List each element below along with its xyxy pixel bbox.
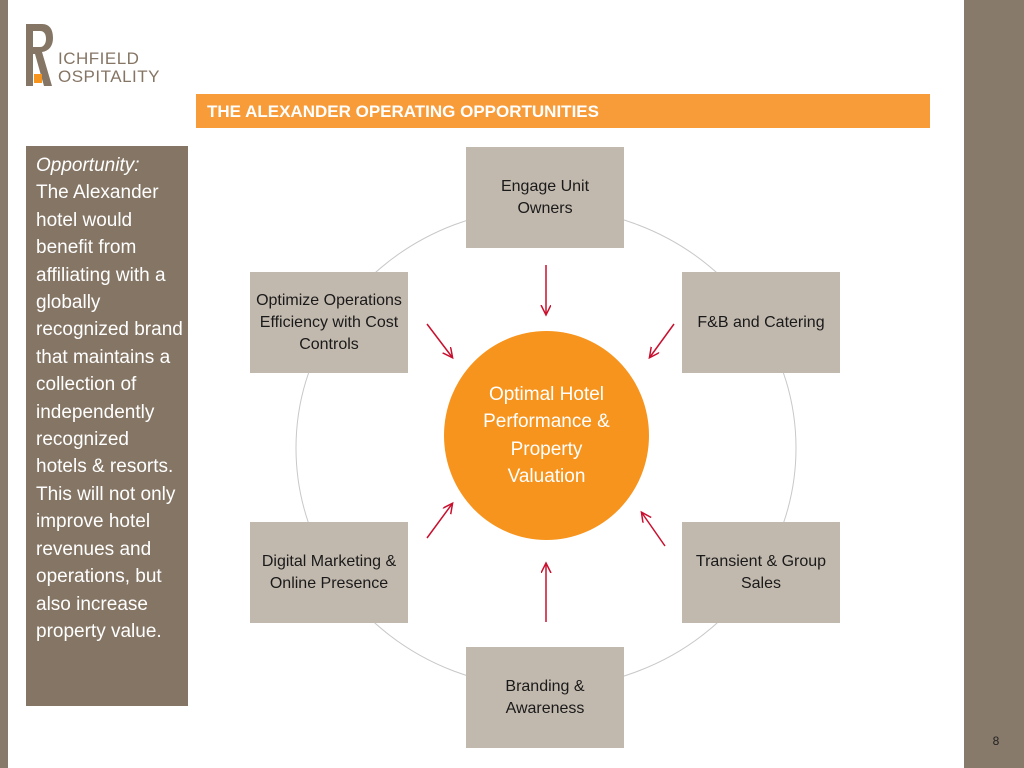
logo-r-mark-icon: [26, 24, 53, 86]
node-branding-awareness: Branding & Awareness: [466, 647, 624, 748]
node-optimize-operations: Optimize Operations Efficiency with Cost…: [250, 272, 408, 373]
right-frame-bar: [964, 0, 1024, 768]
center-label: Optimal Hotel Performance & Property Val…: [483, 383, 610, 487]
left-frame-bar: [0, 0, 8, 768]
node-label: Branding & Awareness: [505, 677, 585, 717]
node-digital-marketing: Digital Marketing & Online Presence: [250, 522, 408, 623]
logo-text: ICHFIELD OSPITALITY: [58, 50, 160, 86]
node-fb-catering: F&B and Catering: [682, 272, 840, 373]
slide-title-bar: THE ALEXANDER OPERATING OPPORTUNITIES: [196, 94, 930, 128]
slide-title: THE ALEXANDER OPERATING OPPORTUNITIES: [207, 102, 599, 121]
arrow-from-lower-left: [426, 504, 452, 539]
page-number: 8: [992, 734, 1000, 748]
node-label: Optimize Operations Efficiency with Cost…: [256, 291, 402, 353]
opportunity-label: Opportunity:: [36, 155, 140, 176]
node-transient-group-sales: Transient & Group Sales: [682, 522, 840, 623]
opportunity-text: The Alexander hotel would benefit from a…: [36, 182, 183, 642]
node-label: Digital Marketing & Online Presence: [261, 552, 397, 592]
node-label: F&B and Catering: [697, 313, 825, 331]
node-engage-unit-owners: Engage Unit Owners: [466, 147, 624, 248]
opportunity-sidebar: Opportunity: The Alexander hotel would b…: [26, 146, 188, 706]
node-label: Transient & Group Sales: [695, 552, 827, 592]
richfield-hospitality-logo: ICHFIELD OSPITALITY: [24, 24, 174, 88]
logo-line-2: OSPITALITY: [58, 67, 160, 86]
center-circle: Optimal Hotel Performance & Property Val…: [444, 331, 649, 540]
arrow-from-upper-left: [426, 323, 452, 357]
node-label: Engage Unit Owners: [500, 177, 590, 217]
arrow-from-lower-right: [642, 513, 666, 547]
logo-line-1: ICHFIELD: [58, 49, 140, 68]
arrow-from-upper-right: [650, 323, 675, 357]
